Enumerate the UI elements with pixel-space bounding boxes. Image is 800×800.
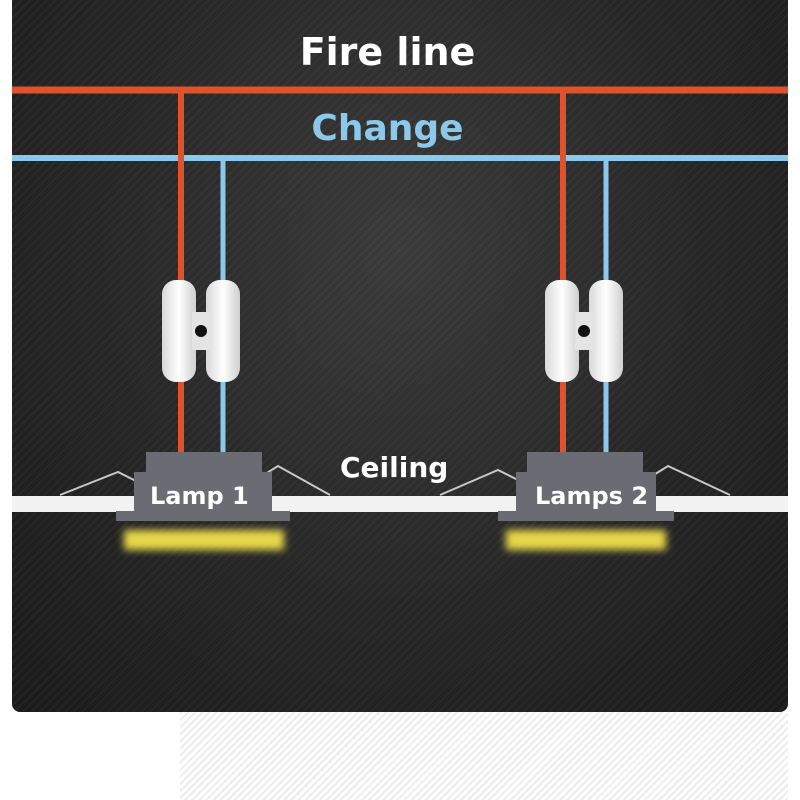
ceiling-label: Ceiling: [340, 451, 449, 484]
change-label: Change: [311, 108, 464, 149]
diagram-panel: [12, 0, 788, 712]
ceiling-board: [12, 496, 788, 512]
fire-line-label: Fire line: [299, 30, 476, 74]
wire-connector-icon: [162, 280, 240, 382]
lamp-1-label: Lamp 1: [150, 482, 249, 510]
background-hatch: [180, 712, 788, 800]
downlight-icon: [439, 452, 731, 550]
downlight-icon: [59, 452, 331, 550]
wire-connector-icon: [545, 280, 623, 382]
lamp-2-label: Lamps 2: [535, 482, 649, 510]
